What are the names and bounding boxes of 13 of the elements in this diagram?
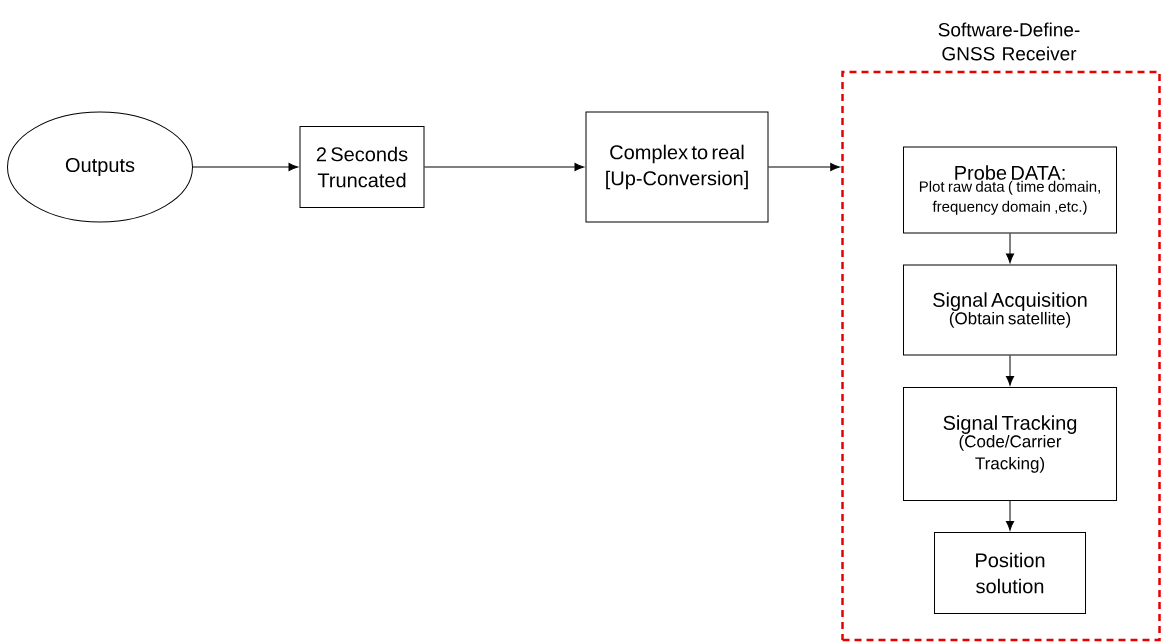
process-box: 2 Seconds Truncated <box>299 126 425 208</box>
process-box: Position solution <box>934 532 1086 614</box>
arrow <box>424 162 585 172</box>
node-label: Software-Define-GNSS Receiver <box>938 22 1080 61</box>
arrow <box>1005 355 1015 386</box>
process-box: Signal Tracking (Code/Carrier Tracking) <box>903 387 1117 501</box>
arrow <box>1005 233 1015 264</box>
arrow <box>1005 500 1015 531</box>
arrow <box>192 162 299 172</box>
arrow <box>768 162 840 172</box>
process-box: Probe DATA: Plot raw data ( time domain, frequency domain ,etc.) <box>903 146 1117 234</box>
process-box: Signal Acquisition (Obtain satellite) <box>903 264 1117 356</box>
process-box: Complex to real [Up-Conversion] <box>585 111 769 223</box>
